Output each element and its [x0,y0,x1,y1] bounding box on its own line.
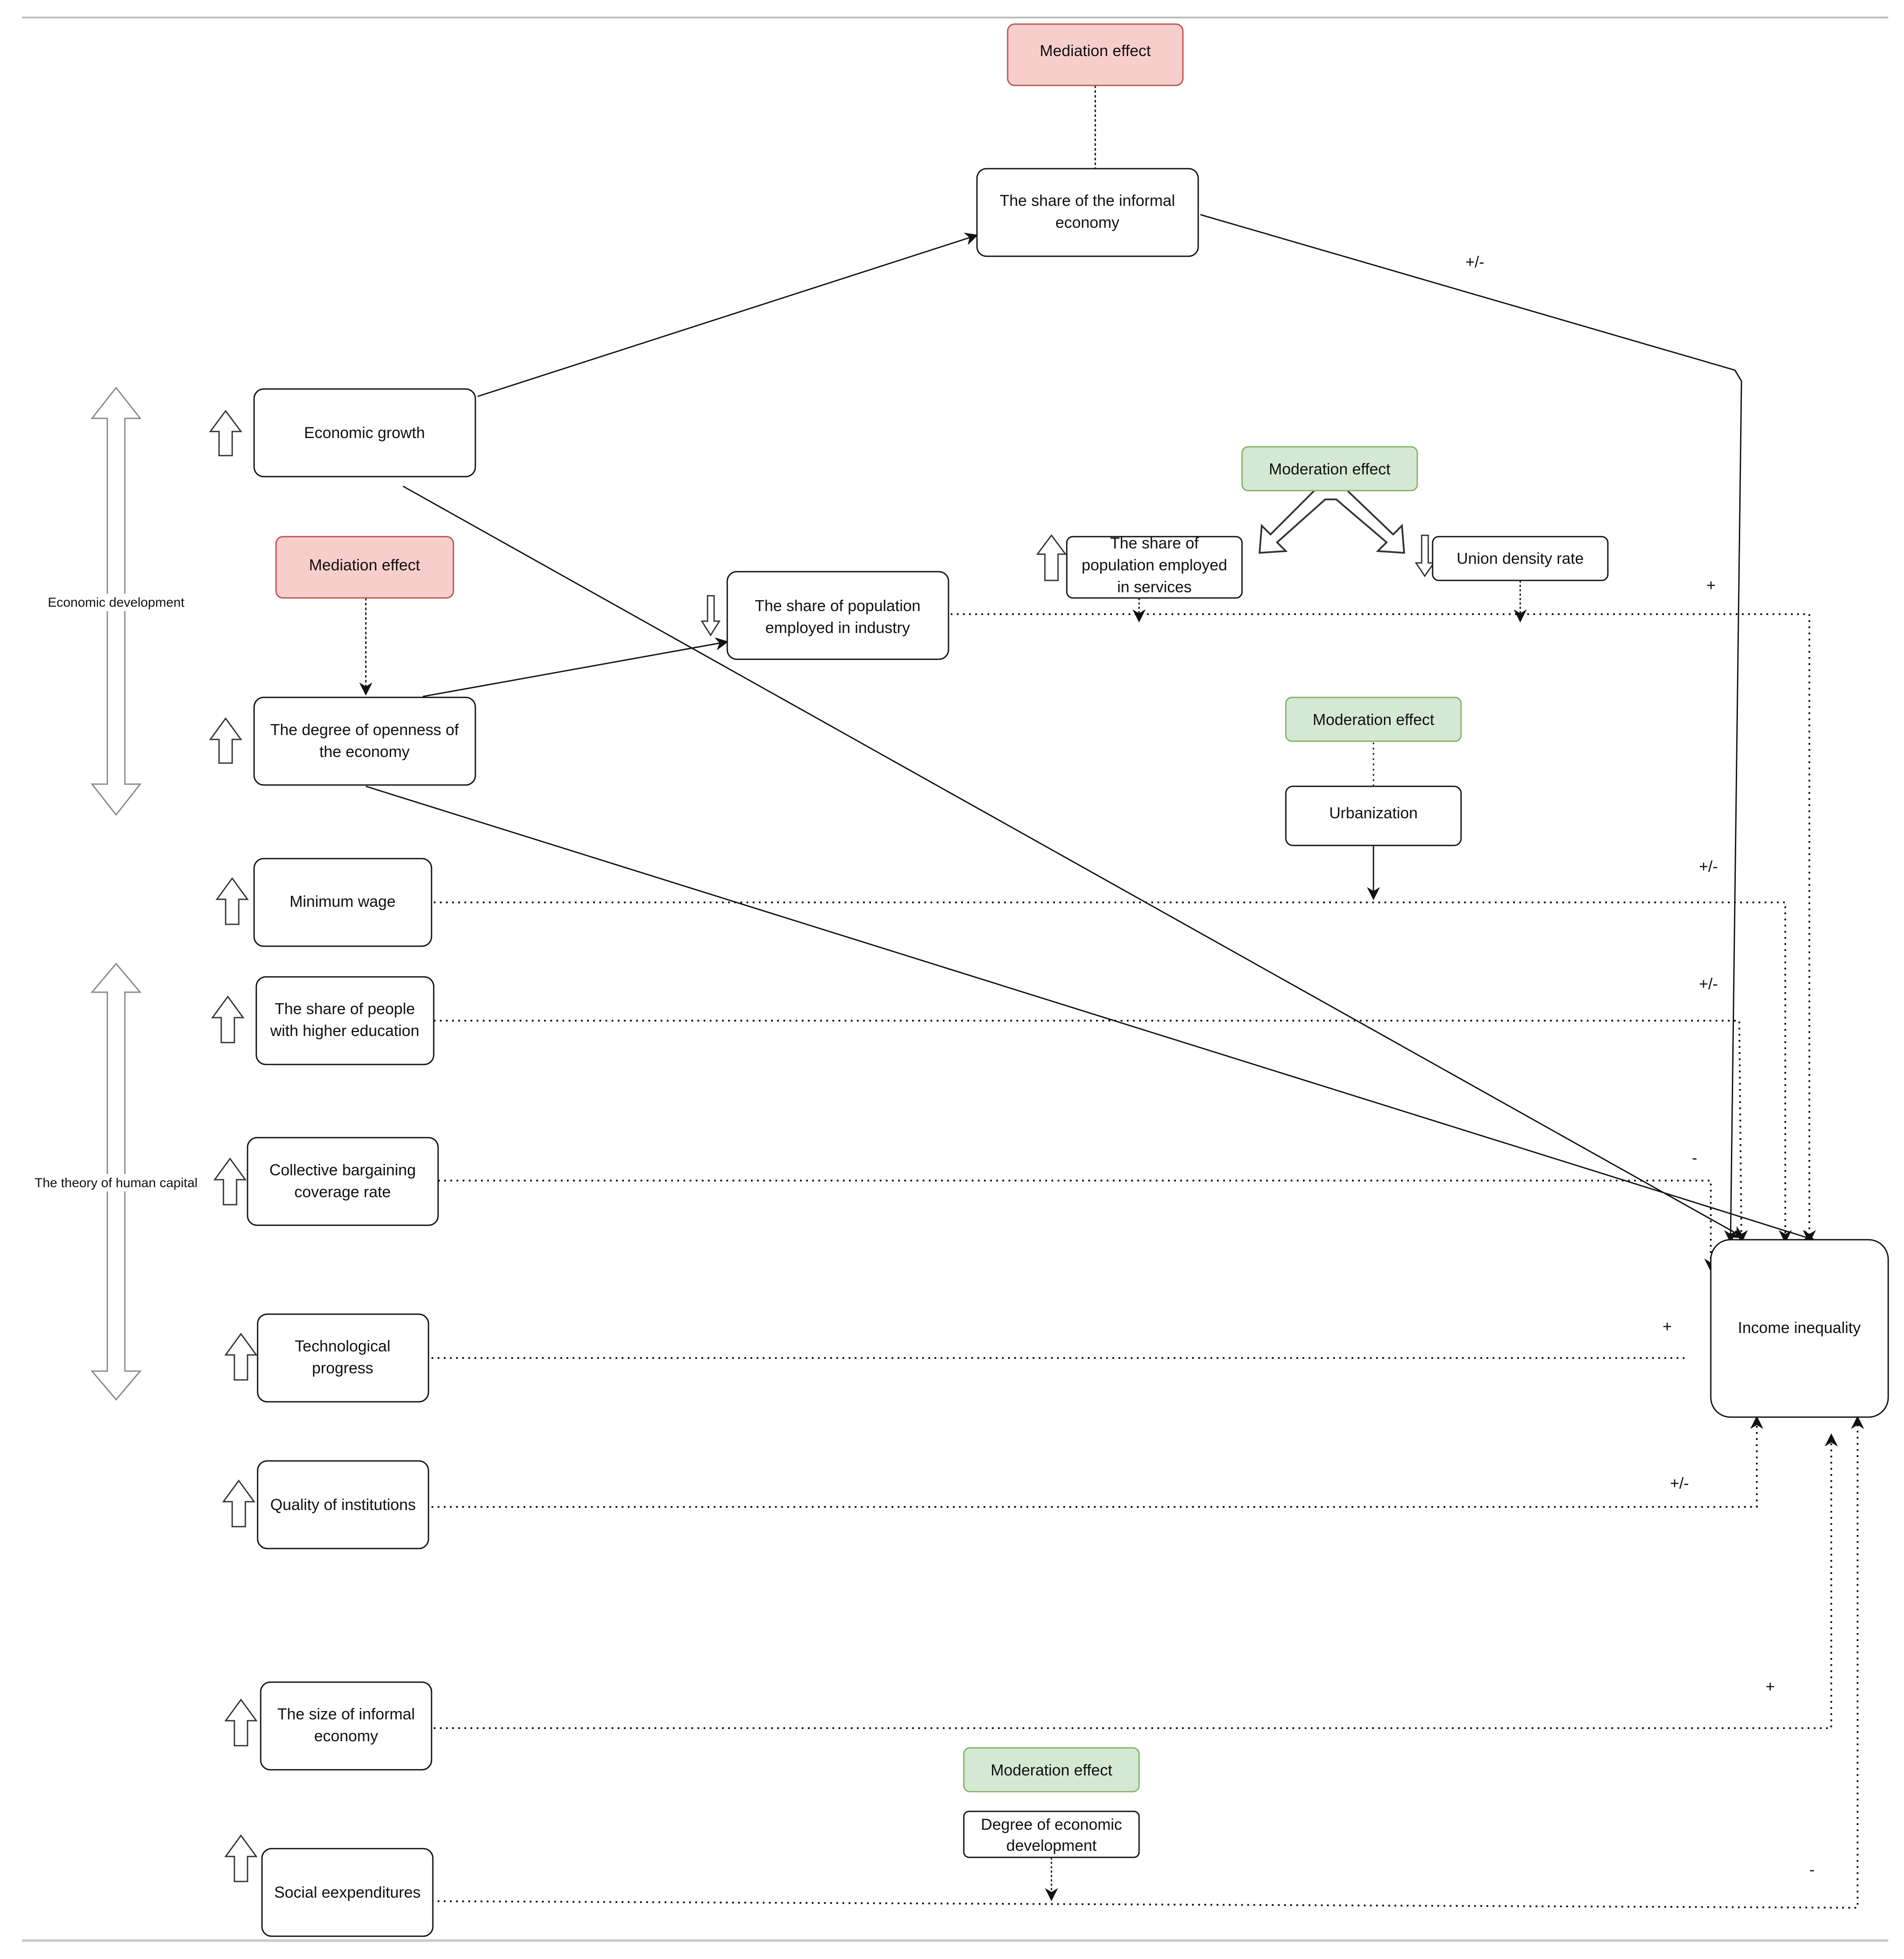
industry-share-node [726,571,949,660]
services-share-label-1: The share of [1110,534,1199,552]
edge-growth-inequality [403,485,1745,1238]
higher-education-node [255,976,435,1065]
moderation-effect-bottom-node [963,1747,1140,1793]
mediation-effect-left-node [275,536,454,599]
up-arrow-icon [224,1698,258,1747]
quality-institutions-node [257,1460,429,1549]
openness-node [253,697,476,786]
up-arrow-icon [213,1157,247,1206]
mediation-effect-top-node [1007,23,1184,86]
up-arrow-icon [1036,534,1067,581]
industry-share-label-2: employed in industry [765,619,910,636]
up-arrow-icon [209,717,242,764]
down-arrow-icon [1415,534,1435,577]
edge-growth-informal [477,233,978,397]
degree-development-node [963,1810,1140,1858]
collective-bargaining-label-1: Collective bargaining [269,1161,416,1179]
up-arrow-icon [211,995,244,1043]
higher-education-label-2: with higher education [270,1022,419,1040]
urbanization-node [1285,785,1462,846]
economic-growth-node [253,388,476,477]
services-share-node [1066,536,1243,599]
up-arrow-icon [209,410,242,456]
side-label-human-capital: The theory of human capital [35,1176,198,1190]
side-label-economic-development: Economic development [48,595,185,610]
moderation-effect-top-node [1241,446,1418,492]
urbanization-label: Urbanization [1329,804,1418,822]
edge-bargaining-inequality [438,1180,1717,1272]
technological-progress-node [257,1313,429,1403]
sign-social: - [1809,1860,1815,1878]
services-share-label-3: in services [1117,578,1192,596]
up-arrow-icon [224,1834,258,1882]
services-share-label-2: population employed [1082,556,1227,574]
edge-informal-inequality [1200,214,1742,1243]
moderation-effect-top-label: Moderation effect [1269,460,1391,478]
informal-size-label-2: economy [314,1727,378,1745]
openness-label-1: The degree of openness of [270,721,459,739]
edge-institutions-inequality [432,1416,1763,1508]
union-density-label: Union density rate [1457,549,1584,567]
edge-education-inequality [434,1020,1748,1243]
technological-progress-label-1: Technological [295,1337,390,1355]
social-expenditures-label: Social eexpenditures [274,1883,421,1901]
collective-bargaining-node [247,1137,439,1226]
union-density-node [1432,536,1609,581]
edge-openness-inequality [365,785,1815,1243]
informal-size-node [260,1681,432,1771]
quality-institutions-label: Quality of institutions [270,1496,416,1513]
edge-industry-inequality [951,613,1816,1243]
split-arrow-icon [1258,485,1405,554]
sign-informal-size: + [1766,1677,1775,1695]
sign-minimum-wage: +/- [1699,857,1718,875]
up-arrow-icon [222,1479,255,1528]
mediation-effect-left-label: Mediation effect [309,556,420,574]
down-arrow-icon [701,595,721,636]
informal-share-label-2: economy [1055,213,1119,231]
minimum-wage-node [253,858,432,947]
up-arrow-icon [224,1333,258,1381]
moderation-effect-mid-node [1285,697,1462,742]
sign-collective-bargaining: - [1692,1149,1697,1167]
informal-share-node [976,168,1199,257]
edge-social-inequality [431,1416,1864,1909]
sign-informal: +/- [1465,253,1484,271]
edge-minwage-inequality [434,902,1792,1243]
sign-institutions: +/- [1670,1474,1689,1492]
industry-share-label-1: The share of population [755,597,920,615]
sign-industry: + [1706,576,1716,594]
higher-education-label-1: The share of people [275,1000,415,1018]
openness-label-2: the economy [319,743,410,760]
edge-informalsize-inequality [434,1433,1838,1729]
income-inequality-label: Income inequality [1738,1319,1861,1337]
sign-technological: + [1663,1317,1672,1335]
degree-development-label-2: development [1006,1836,1097,1854]
income-inequality-node [1710,1239,1889,1418]
technological-progress-label-2: progress [312,1359,373,1377]
collective-bargaining-label-2: coverage rate [294,1183,391,1201]
up-arrow-icon [216,877,249,925]
edge-openness-industry [422,637,729,697]
sign-higher-education: +/- [1699,975,1718,993]
minimum-wage-label: Minimum wage [290,892,396,910]
moderation-effect-mid-label: Moderation effect [1313,711,1434,728]
social-expenditures-node [261,1848,434,1937]
degree-development-label-1: Degree of economic [981,1815,1122,1833]
economic-growth-label: Economic growth [304,424,425,442]
mediation-effect-top-label: Mediation effect [1040,42,1151,60]
moderation-effect-bottom-label: Moderation effect [991,1761,1112,1779]
informal-share-label-1: The share of the informal [1000,191,1175,209]
informal-size-label-1: The size of informal [277,1705,415,1723]
